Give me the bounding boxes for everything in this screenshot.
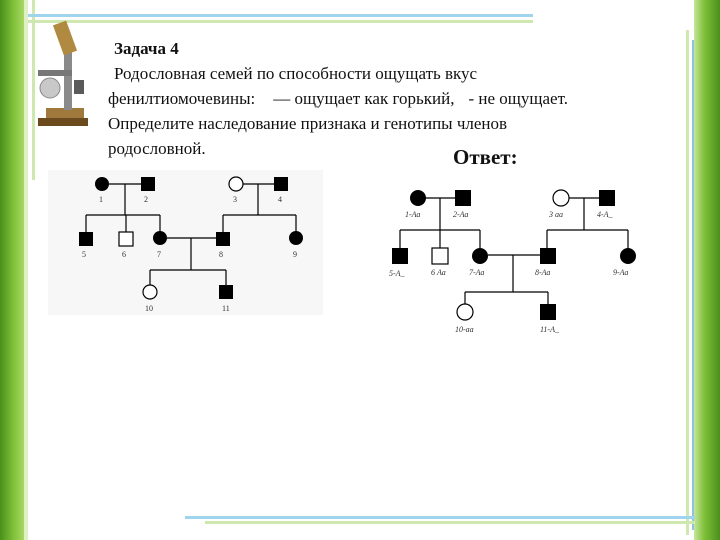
genotype-5: 5-А_ xyxy=(389,269,406,278)
genotype-3: 3 аа xyxy=(548,210,563,219)
person-7 xyxy=(472,248,488,264)
person-7 xyxy=(153,231,167,245)
answer-label: Ответ: xyxy=(453,145,518,169)
person-9 xyxy=(289,231,303,245)
person-8 xyxy=(540,248,556,264)
task-line-2: фенилтиомочевины:— ощущает как горький,-… xyxy=(108,89,568,108)
person-5 xyxy=(79,232,93,246)
label-10: 10 xyxy=(145,304,153,313)
task-line-3: Определите наследование признака и генот… xyxy=(108,114,508,133)
person-2 xyxy=(141,177,155,191)
right-decor-line xyxy=(686,30,689,535)
genotype-4: 4-А_ xyxy=(597,210,614,219)
genotype-9: 9-Аа xyxy=(613,268,628,277)
task-line-1: Родословная семей по способности ощущать… xyxy=(114,64,478,83)
pedigree-left: 1 2 3 4 5 6 7 8 9 10 11 xyxy=(48,170,323,315)
person-2 xyxy=(455,190,471,206)
left-decor-line xyxy=(24,0,28,540)
person-3 xyxy=(228,176,244,192)
top-decor-line-green xyxy=(28,20,533,23)
genotype-2: 2-Аа xyxy=(453,210,468,219)
genotype-7: 7-Аа xyxy=(469,268,484,277)
left-decor-bar xyxy=(0,0,24,540)
bottom-decor-line xyxy=(185,516,695,519)
bottom-decor-line-green xyxy=(205,521,695,524)
label-2: 2 xyxy=(144,195,148,204)
task-text: Задача 4 Родословная семей по способност… xyxy=(108,36,688,161)
microscope-icon xyxy=(38,20,88,126)
genotype-11: 11-А_ xyxy=(540,325,560,334)
person-3 xyxy=(552,189,570,207)
task-title: Задача 4 xyxy=(114,39,179,58)
label-5: 5 xyxy=(82,250,86,259)
person-1 xyxy=(410,190,426,206)
person-4 xyxy=(599,190,615,206)
person-8 xyxy=(216,232,230,246)
person-1 xyxy=(95,177,109,191)
label-7: 7 xyxy=(157,250,161,259)
task-line-4: родословной. xyxy=(108,139,206,158)
vertical-decor-line xyxy=(32,0,35,180)
label-1: 1 xyxy=(99,195,103,204)
label-3: 3 xyxy=(233,195,237,204)
pedigree-right: 1-Аа 2-Аа 3 аа 4-А_ 5-А_ 6 Аа 7-Аа 8-Аа … xyxy=(389,189,636,334)
person-6 xyxy=(431,247,449,265)
genotype-6: 6 Аа xyxy=(431,268,446,277)
person-4 xyxy=(274,177,288,191)
person-5 xyxy=(392,248,408,264)
label-11: 11 xyxy=(222,304,230,313)
right-decor-line-blue xyxy=(692,40,694,530)
person-10 xyxy=(142,284,158,300)
person-10 xyxy=(456,303,474,321)
person-11 xyxy=(219,285,233,299)
person-11 xyxy=(540,304,556,320)
genotype-8: 8-Аа xyxy=(535,268,550,277)
label-8: 8 xyxy=(219,250,223,259)
genotype-1: 1-Аа xyxy=(405,210,420,219)
top-decor-line xyxy=(28,14,533,17)
right-decor-bar xyxy=(694,0,720,540)
label-9: 9 xyxy=(293,250,297,259)
genotype-10: 10-аа xyxy=(455,325,474,334)
person-6 xyxy=(118,231,134,247)
label-6: 6 xyxy=(122,250,126,259)
label-4: 4 xyxy=(278,195,282,204)
person-9 xyxy=(620,248,636,264)
